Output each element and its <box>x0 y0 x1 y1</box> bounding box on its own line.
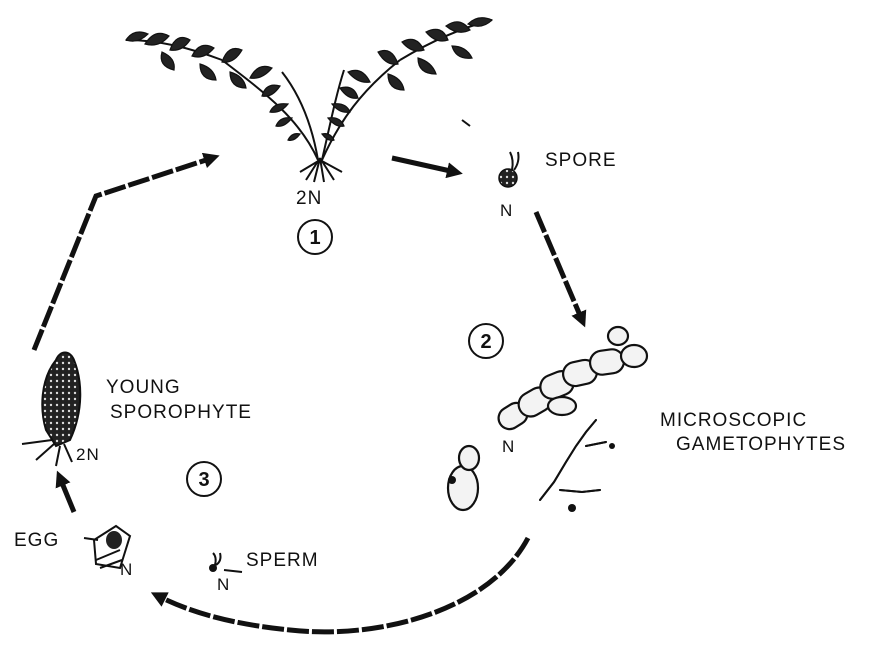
young-sporophyte-ploidy-label: 2N <box>76 445 100 464</box>
mature-sporophyte-illustration <box>126 18 492 182</box>
spore-illustration <box>499 152 519 187</box>
release-mark <box>462 120 470 126</box>
gametophytes-label-line1: MICROSCOPIC <box>660 410 807 431</box>
arrow-to-spore <box>392 158 455 172</box>
gametophyte-ploidy-label: N <box>502 437 515 456</box>
egg-label: EGG <box>14 530 59 551</box>
young-sporophyte-label-line1: YOUNG <box>106 377 181 398</box>
young-sporophyte-label-line2: SPOROPHYTE <box>110 402 252 423</box>
sperm-illustration <box>209 553 242 572</box>
gametophytes-illustration <box>448 327 647 512</box>
sperm-ploidy-label: N <box>217 575 230 594</box>
ploidy-label-2n-adult: 2N <box>296 188 322 209</box>
step-1-number: 1 <box>309 227 320 249</box>
step-2-number: 2 <box>480 331 491 353</box>
step-3-number: 3 <box>198 469 209 491</box>
egg-ploidy-label: N <box>120 560 133 579</box>
spore-label: SPORE <box>545 150 617 171</box>
arrow-to-adult-sporophyte <box>34 158 212 350</box>
arrow-to-fertilization <box>158 538 528 632</box>
young-sporophyte-illustration <box>22 353 80 467</box>
arrow-to-young-sporophyte <box>60 478 74 512</box>
spore-ploidy-label: N <box>500 201 513 220</box>
gametophytes-label-line2: GAMETOPHYTES <box>676 434 846 455</box>
sperm-label: SPERM <box>246 550 319 571</box>
arrow-to-gametophytes <box>536 212 582 320</box>
